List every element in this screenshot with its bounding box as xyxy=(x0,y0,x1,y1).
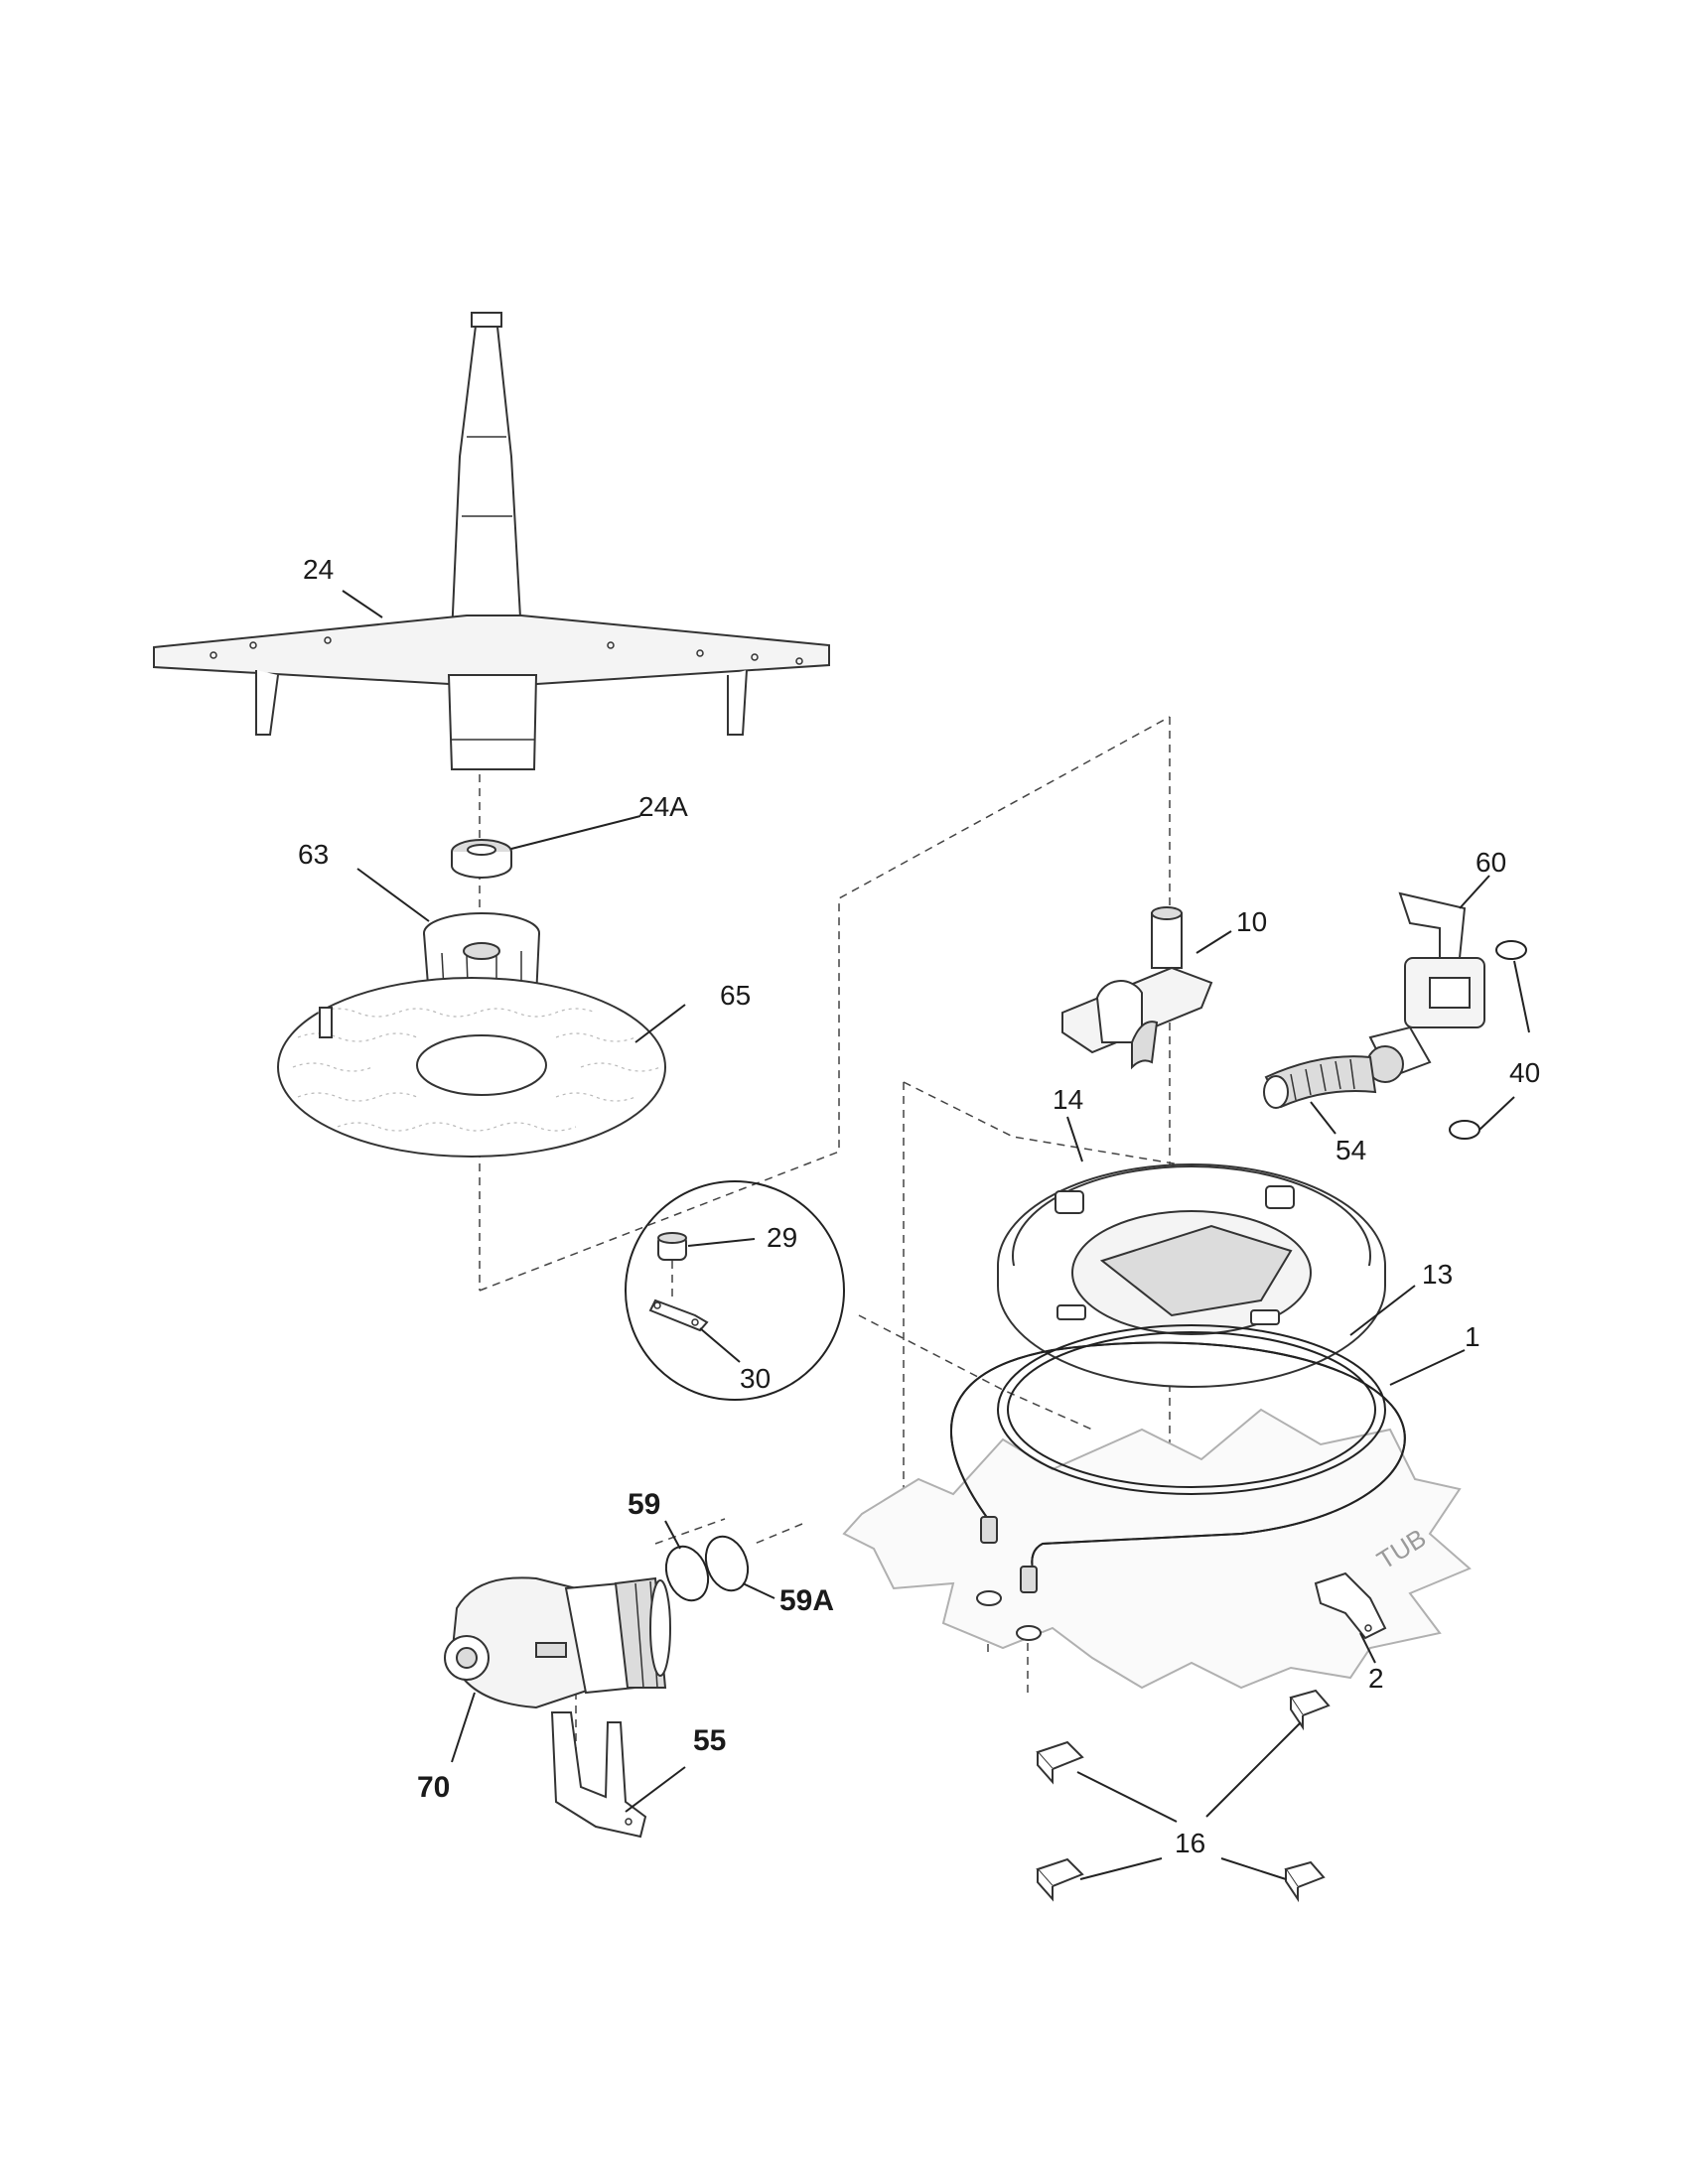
leader-70 xyxy=(451,1692,476,1763)
leader-60 xyxy=(1459,875,1490,909)
leader-40-a xyxy=(1513,960,1530,1033)
label-24a: 24A xyxy=(638,791,688,822)
gasket-part-13 xyxy=(997,1324,1386,1495)
pump-motor-part-70 xyxy=(444,1576,671,1709)
leader-14 xyxy=(1066,1116,1083,1162)
label-54: 54 xyxy=(1336,1135,1366,1165)
label-59: 59 xyxy=(628,1488,660,1521)
part-2 xyxy=(1314,1571,1387,1640)
part-30 xyxy=(648,1298,709,1332)
label-29: 29 xyxy=(767,1222,797,1253)
tub-outline: TUB xyxy=(842,1408,1472,1690)
leader-2 xyxy=(1359,1632,1376,1664)
leader-54 xyxy=(1310,1101,1336,1135)
label-55: 55 xyxy=(693,1724,726,1757)
part-29 xyxy=(657,1232,687,1261)
leader-63 xyxy=(356,868,430,922)
label-14: 14 xyxy=(1053,1084,1083,1115)
label-24: 24 xyxy=(303,554,334,585)
leader-24a xyxy=(510,815,641,850)
leader-55 xyxy=(625,1766,686,1813)
leader-59 xyxy=(664,1520,681,1550)
label-70: 70 xyxy=(417,1771,450,1804)
label-59a: 59A xyxy=(779,1584,834,1617)
leader-13 xyxy=(1349,1285,1416,1336)
label-65: 65 xyxy=(720,980,751,1011)
sump-ring-part-14 xyxy=(997,1163,1386,1388)
label-63: 63 xyxy=(298,839,329,870)
part-10 xyxy=(1061,906,1213,1070)
label-1: 1 xyxy=(1465,1321,1480,1352)
part-24a xyxy=(451,839,512,879)
label-16: 16 xyxy=(1175,1828,1205,1858)
label-2: 2 xyxy=(1368,1663,1384,1694)
leader-59a xyxy=(742,1582,775,1599)
leader-40-b xyxy=(1478,1096,1515,1131)
part-55 xyxy=(550,1711,647,1839)
part-16 xyxy=(1036,1689,1331,1903)
leader-30 xyxy=(699,1327,741,1363)
leader-10 xyxy=(1196,930,1232,954)
label-13: 13 xyxy=(1422,1259,1453,1290)
detail-circle xyxy=(625,1180,845,1401)
part-54 xyxy=(1263,1055,1377,1109)
leader-29 xyxy=(687,1238,756,1247)
leader-1 xyxy=(1389,1349,1466,1386)
label-10: 10 xyxy=(1236,906,1267,937)
spray-arm-part-24 xyxy=(153,312,830,770)
part-60 xyxy=(1366,891,1485,1083)
label-40: 40 xyxy=(1509,1057,1540,1088)
label-60: 60 xyxy=(1476,847,1506,878)
filter-screen-part-65 xyxy=(277,977,666,1158)
o-rings-59 xyxy=(664,1535,750,1602)
label-30: 30 xyxy=(740,1363,771,1394)
leader-24 xyxy=(342,590,383,618)
heating-element-part-1 xyxy=(950,1341,1406,1641)
leaders-16 xyxy=(1076,1721,1302,1880)
leader-65 xyxy=(634,1004,686,1043)
